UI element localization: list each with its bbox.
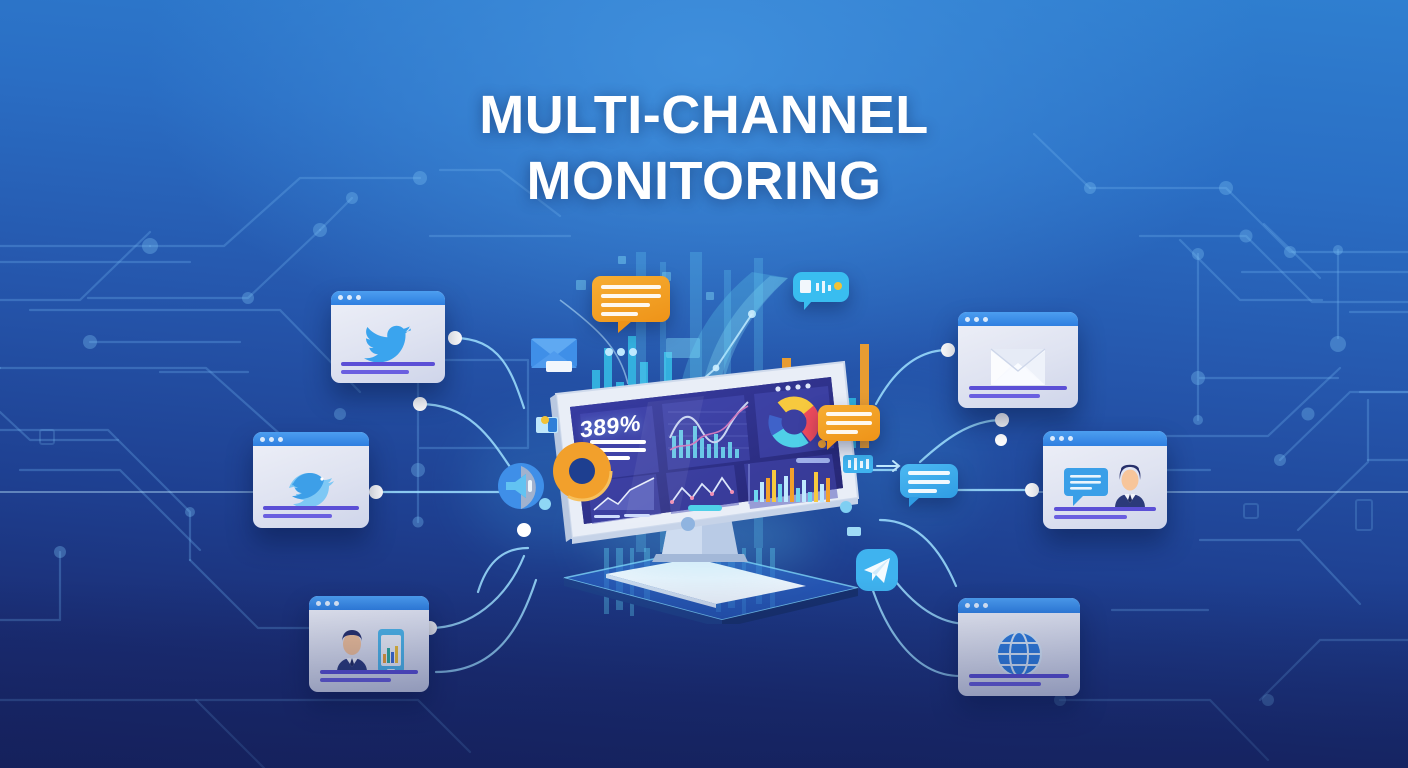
bubble-line (826, 430, 859, 434)
bubble-line (826, 412, 872, 416)
card-titlebar (331, 291, 445, 305)
card-body (958, 326, 1078, 408)
title-line-1: MULTI-CHANNEL (479, 85, 929, 145)
title-line-2: MONITORING (526, 151, 882, 211)
window-dot-icon (356, 295, 361, 301)
card-titlebar (1043, 431, 1167, 446)
window-dot-icon (983, 316, 988, 322)
card-body (1043, 446, 1167, 529)
bubble-line (908, 489, 937, 493)
chat-bubble-icon (1063, 468, 1108, 507)
bubble-tail-icon (827, 440, 838, 450)
twitter-bird-icon (289, 473, 334, 509)
bubble-line (601, 285, 661, 289)
bubble-line (908, 480, 950, 484)
envelope-float-icon[interactable] (530, 337, 578, 375)
window-dot-icon (1050, 435, 1055, 441)
donut-chart-float-icon[interactable] (551, 440, 613, 502)
window-dot-icon (269, 436, 274, 442)
channel-card-chat-mid-right[interactable] (1043, 431, 1167, 529)
megaphone-float-icon[interactable] (494, 462, 548, 510)
card-text-lines (341, 361, 435, 374)
bubble-line (601, 303, 651, 307)
bubble-tail-icon (909, 497, 920, 507)
window-dot-icon (347, 295, 352, 301)
bubble-line (826, 421, 872, 425)
bubble-tail-icon (804, 301, 812, 310)
bubble-line (601, 294, 661, 298)
window-dot-icon (965, 316, 970, 322)
window-dot-icon (278, 436, 283, 442)
envelope-icon (990, 348, 1046, 386)
dashboard-monitor[interactable]: 389% (528, 252, 868, 624)
chat-bubble-content-icon (800, 280, 842, 293)
card-body (331, 305, 445, 383)
window-dot-icon (1068, 435, 1073, 441)
card-titlebar (253, 432, 369, 447)
bottom-vignette (0, 578, 1408, 768)
window-dot-icon (1059, 435, 1064, 441)
channel-card-email-top-right[interactable] (958, 312, 1078, 408)
channel-card-twitter-mid-left[interactable] (253, 432, 369, 528)
chat-bubble-blue-right[interactable] (900, 464, 958, 507)
window-dot-icon (338, 295, 343, 301)
bubble-line (601, 312, 639, 316)
card-body (253, 446, 369, 528)
page-title: MULTI-CHANNEL MONITORING (0, 82, 1408, 214)
twitter-bird-icon (364, 325, 411, 363)
window-dot-icon (260, 436, 265, 442)
user-avatar-icon (1114, 465, 1145, 509)
card-text-lines (1054, 507, 1156, 520)
chat-bubble-orange-top[interactable] (592, 276, 670, 333)
card-titlebar (958, 312, 1078, 327)
chat-bubble-small-top[interactable] (793, 272, 849, 310)
chat-bubble-orange-mid[interactable] (818, 405, 880, 450)
card-text-lines (968, 386, 1068, 399)
bubble-tail-icon (618, 321, 632, 333)
channel-card-twitter-top-left[interactable] (331, 291, 445, 383)
window-dot-icon (974, 316, 979, 322)
card-text-lines (263, 506, 359, 519)
monitor-body (550, 360, 860, 544)
bubble-line (908, 471, 950, 475)
